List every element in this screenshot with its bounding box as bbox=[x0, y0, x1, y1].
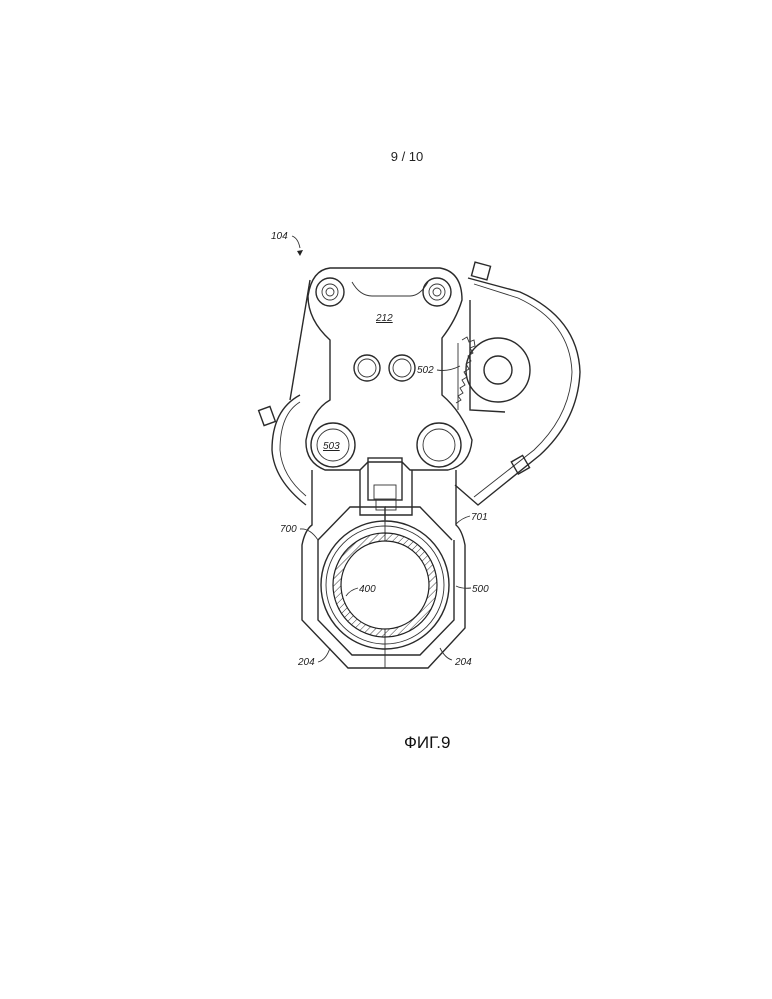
label-104: 104 bbox=[271, 231, 288, 242]
pipe-ring-assembly bbox=[321, 521, 449, 649]
center-clamp-block bbox=[360, 458, 412, 524]
label-212: 212 bbox=[375, 313, 393, 324]
label-701: 701 bbox=[471, 512, 488, 523]
label-400: 400 bbox=[359, 584, 376, 595]
figure-caption: ФИГ.9 bbox=[404, 733, 450, 753]
right-sector-housing bbox=[455, 262, 580, 505]
label-502: 502 bbox=[417, 365, 434, 376]
label-500: 500 bbox=[472, 584, 489, 595]
label-204-right: 204 bbox=[454, 657, 472, 668]
label-503: 503 bbox=[323, 441, 340, 452]
label-204-left: 204 bbox=[297, 657, 315, 668]
label-700: 700 bbox=[280, 524, 297, 535]
main-plate bbox=[306, 268, 472, 470]
left-sector-housing bbox=[259, 280, 310, 505]
